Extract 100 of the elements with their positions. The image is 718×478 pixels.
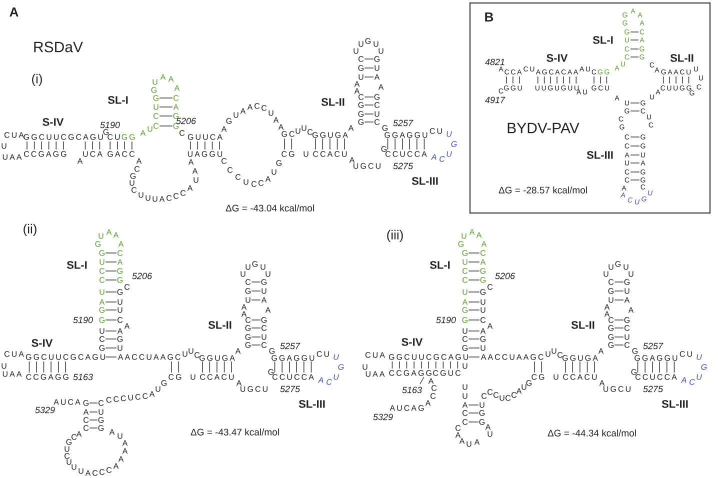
sequence-label: G [226, 118, 232, 124]
sequence-label: U [244, 179, 248, 185]
sequence-label: A [318, 377, 324, 383]
sequence-label: G [358, 111, 364, 117]
sequence-label: G A C C [108, 151, 135, 157]
sequence-label: U [98, 409, 104, 415]
sequence-label: C [64, 453, 70, 459]
sequence-label: U [304, 151, 308, 157]
position-number: 5190 [100, 122, 120, 128]
sequence-label: U [260, 264, 266, 270]
sequence-label: U [546, 351, 550, 357]
sequence-label: G [458, 241, 464, 247]
sequence-label: A [124, 323, 130, 329]
sequence-label: U [334, 354, 339, 360]
sequence-label: U [608, 297, 614, 303]
sequence-label: A [348, 125, 354, 131]
sequence-label: U [362, 364, 368, 370]
sequence-label: A [516, 388, 522, 394]
energy-label: ΔG = -28.57 kcal/mol [498, 186, 587, 194]
sequence-label: G G A G G U [634, 355, 678, 361]
sequence-label: G [358, 119, 364, 125]
sequence-label: G [374, 56, 380, 62]
region-label: S-IV [546, 54, 568, 62]
sequence-label: C [100, 469, 105, 475]
sequence-label: U A G G U [188, 151, 222, 157]
sequence-label: U [272, 169, 276, 175]
sequence-label: G [252, 261, 258, 267]
sequence-label: U [64, 446, 70, 452]
sequence-label: A [278, 124, 284, 130]
sequence-label: G [245, 325, 251, 331]
region-label: SL-I [108, 96, 128, 104]
sequence-label: U [190, 374, 196, 380]
sequence-label: C [222, 158, 227, 164]
sequence-label: A [99, 299, 105, 305]
sequence-label: U [446, 151, 452, 157]
sequence-label: C [624, 342, 630, 348]
sequence-label: G [161, 380, 167, 386]
sequence-label: A [476, 232, 482, 238]
sequence-label: A [113, 463, 119, 469]
sequence-label: U [604, 271, 608, 277]
sequence-label: U [462, 393, 468, 399]
sequence-label: G [99, 307, 105, 313]
sequence-label: G [462, 250, 468, 256]
sequence-label: C [134, 166, 140, 172]
sequence-label: A [117, 259, 123, 265]
sequence-label: G [526, 380, 532, 386]
sequence-label: G [480, 289, 486, 295]
sequence-label: A [604, 304, 610, 310]
sequence-label: U [480, 307, 486, 313]
sequence-label: U [466, 441, 472, 447]
sequence-label: A [247, 104, 253, 110]
sequence-label: C [262, 325, 267, 331]
sequence-label: A [118, 456, 124, 462]
sequence-label: A [77, 158, 83, 164]
sequence-label: G [624, 279, 630, 285]
region-label: SL-III [412, 177, 438, 185]
sequence-label: A [374, 74, 380, 80]
sequence-label: G U U C A [188, 134, 222, 140]
sequence-label: C [132, 187, 137, 193]
sequence-label: C C U C C A [272, 374, 314, 380]
sequence-label: U [462, 328, 468, 334]
sequence-label: C U [108, 134, 120, 140]
sequence-label: C C G A G G [389, 370, 432, 376]
region-label: SL-II [208, 321, 232, 329]
sequence-label: A [168, 76, 174, 82]
sequence-label: U [266, 271, 270, 277]
sequence-label: U [182, 351, 188, 357]
sequence-label: A [83, 409, 89, 415]
sequence-label: U [66, 459, 72, 465]
sequence-label: C C C U C C [106, 393, 148, 403]
sequence-label: G [480, 336, 486, 342]
position-number: 5190 [73, 316, 93, 324]
position-number: 5163 [402, 386, 422, 394]
position-number: 5275 [393, 162, 414, 170]
sequence-label: G [245, 334, 251, 340]
sequence-label: G G C U U C G C A G U [26, 354, 106, 360]
sequence-label: C [430, 393, 436, 399]
position-number: 5206 [176, 118, 196, 124]
sequence-label: C [308, 129, 313, 135]
position-number: 5190 [436, 316, 456, 324]
sequence-label: U A A [366, 371, 385, 377]
sequence-label: G [173, 113, 179, 119]
sequence-label: C [326, 379, 332, 385]
sequence-label: C [462, 410, 468, 416]
sequence-label: C [98, 400, 104, 406]
sequence-label: C [246, 317, 251, 323]
sequence-label: A [628, 307, 634, 313]
sequence-label: A [428, 378, 434, 384]
sequence-label: C [154, 123, 159, 129]
sequence-label: G [608, 288, 614, 294]
sequence-label: C [480, 250, 486, 256]
sequence-label: A [173, 104, 179, 110]
sequence-label: A [425, 400, 431, 406]
sequence-label: A [354, 81, 360, 87]
sequence-label: C U [430, 128, 442, 134]
sequence-label: U [118, 299, 122, 305]
sequence-label: C [118, 250, 123, 256]
sequence-label: U [78, 468, 84, 474]
sequence-label: G G A G G U [272, 355, 314, 361]
sequence-label: C [608, 279, 614, 285]
